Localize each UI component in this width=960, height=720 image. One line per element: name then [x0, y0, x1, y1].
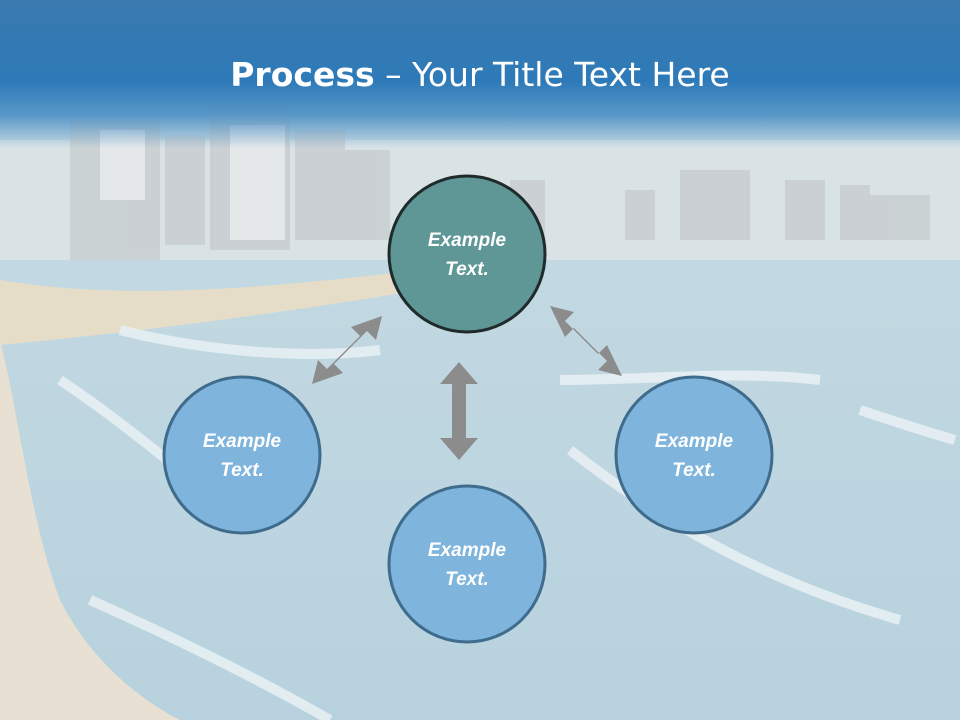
node-left-label-1: Example	[203, 431, 282, 452]
arrow-vertical	[440, 362, 478, 460]
node-bottom[interactable]: Example Text.	[387, 484, 547, 644]
node-bottom-circle	[387, 484, 547, 644]
node-right-circle	[614, 375, 774, 535]
node-right-label-2: Text.	[672, 460, 716, 481]
title-bar	[0, 0, 960, 148]
node-top-circle	[387, 174, 547, 334]
node-top[interactable]: Example Text.	[387, 174, 547, 334]
title-separator: –	[374, 55, 413, 94]
title-bold: Process	[230, 55, 375, 94]
node-right-label-1: Example	[655, 431, 734, 452]
node-top-label-1: Example	[428, 230, 507, 251]
title-rest: Your Title Text Here	[412, 55, 730, 94]
node-left-circle	[162, 375, 322, 535]
node-right[interactable]: Example Text.	[614, 375, 774, 535]
slide-title[interactable]: Process – Your Title Text Here	[0, 52, 960, 98]
node-bottom-label-1: Example	[428, 540, 507, 561]
arrow-top-right	[550, 306, 622, 376]
arrow-top-left	[312, 316, 382, 384]
node-left[interactable]: Example Text.	[162, 375, 322, 535]
node-bottom-label-2: Text.	[445, 569, 489, 590]
node-top-label-2: Text.	[445, 259, 489, 280]
node-left-label-2: Text.	[220, 460, 264, 481]
